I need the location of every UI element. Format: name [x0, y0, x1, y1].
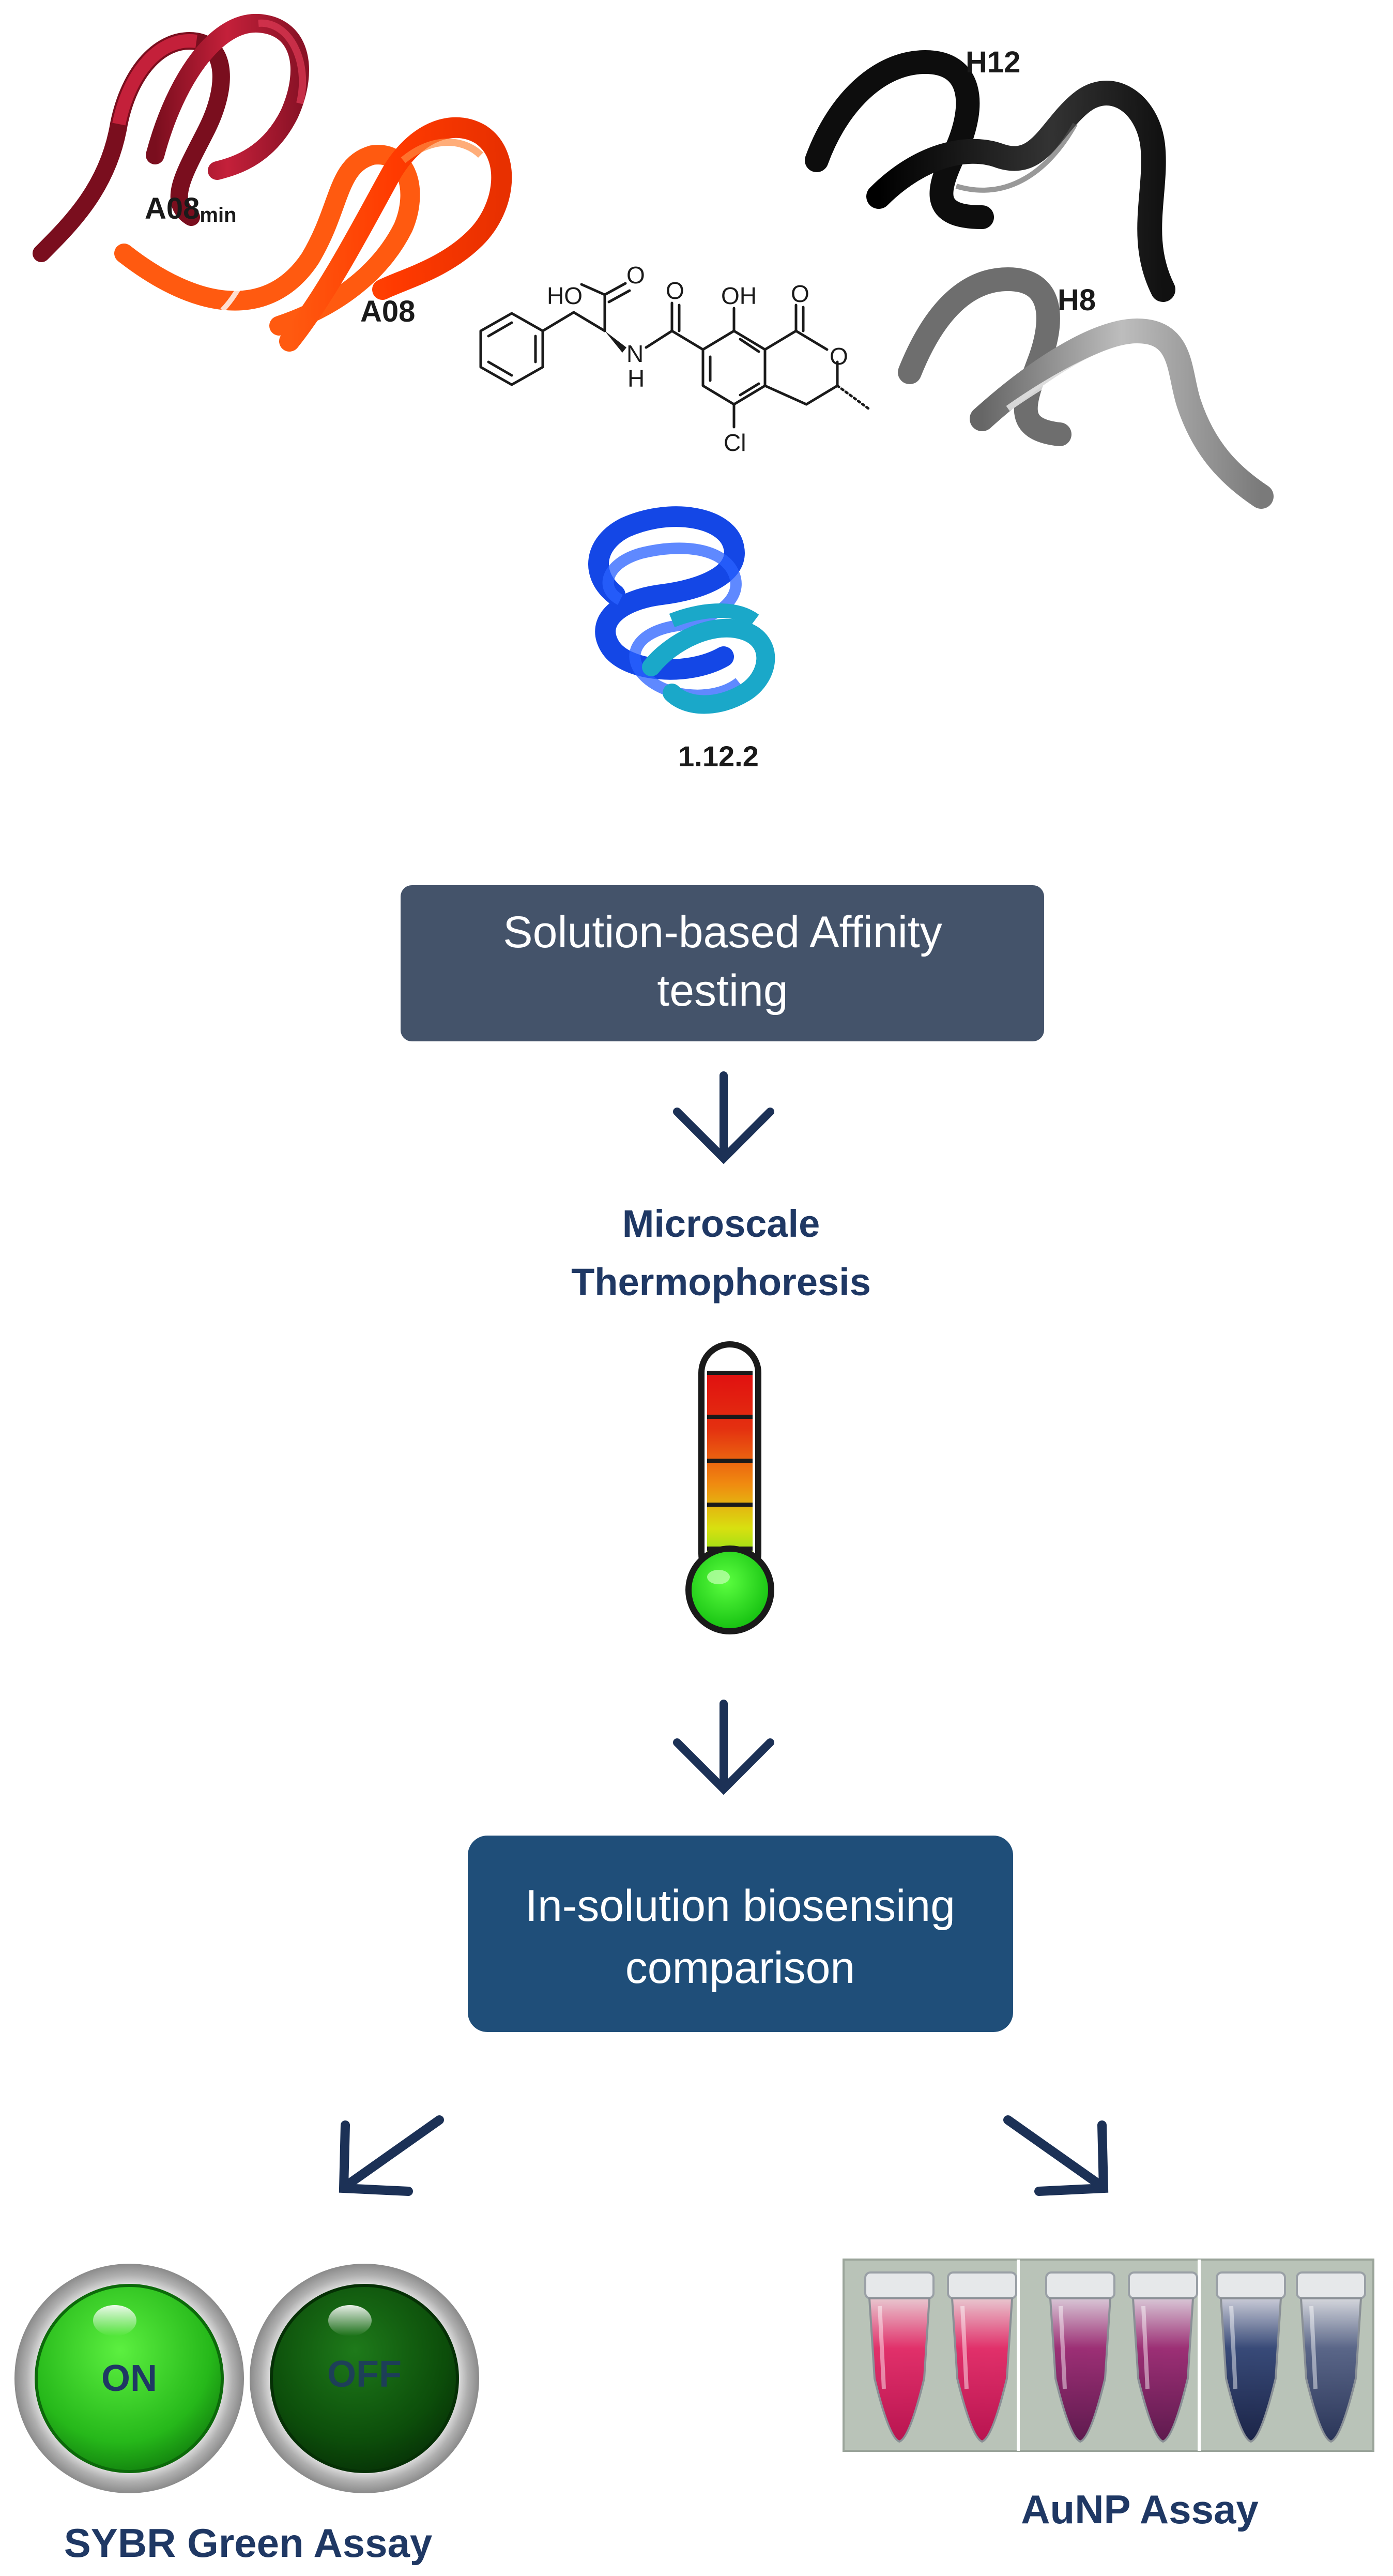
aunp-tube	[1045, 2271, 1115, 2443]
a08-label: A08	[360, 295, 415, 328]
arrow-down-right	[1003, 2115, 1109, 2196]
a08min-label: A08min	[145, 192, 237, 226]
a08-ribbon	[114, 117, 512, 352]
arrow-down-1	[673, 1071, 774, 1164]
ochratoxin-molecule	[479, 282, 870, 429]
arrow-down-left	[339, 2115, 444, 2196]
thermometer-icon	[685, 1341, 774, 1634]
sybr-assay-label: SYBR Green Assay	[64, 2520, 432, 2566]
mst-line1: Microscale	[622, 1202, 820, 1245]
h8-label: H8	[1058, 283, 1096, 317]
off-button-label: OFF	[327, 2354, 402, 2395]
mst-line2: Thermophoresis	[571, 1261, 871, 1304]
a08min-ribbon	[33, 13, 309, 262]
h12-ribbon	[805, 50, 1175, 302]
biosensing-comparison-box	[468, 1836, 1013, 2032]
mol-n: N	[626, 340, 644, 367]
off-button	[250, 2264, 479, 2493]
blue-ribbon-1-12-2	[588, 506, 775, 714]
affinity-testing-line2: testing	[657, 966, 788, 1016]
affinity-testing-line1: Solution-based Affinity	[503, 907, 942, 957]
aunp-tube-group	[864, 2271, 1366, 2443]
mol-oh: OH	[721, 282, 757, 309]
aunp-tube	[1128, 2271, 1198, 2443]
arrow-down-2	[673, 1700, 774, 1795]
mol-o-amide: O	[666, 277, 684, 304]
mol-ho: HO	[547, 282, 583, 309]
on-button-label: ON	[101, 2358, 157, 2399]
biosensing-line1: In-solution biosensing	[525, 1881, 955, 1931]
mol-o-acid: O	[626, 262, 645, 289]
aunp-tube	[864, 2271, 935, 2443]
mol-h: H	[627, 365, 645, 392]
aunp-tube	[1216, 2271, 1286, 2443]
affinity-testing-box	[401, 885, 1044, 1041]
mol-cl: Cl	[724, 429, 746, 456]
aunp-tube	[947, 2271, 1017, 2443]
mol-o-lactone: O	[791, 280, 809, 307]
on-button	[14, 2264, 244, 2493]
mol-o-ring: O	[830, 343, 848, 370]
aunp-tube	[1296, 2271, 1366, 2443]
biosensing-line2: comparison	[625, 1943, 855, 1993]
ribbon-1-12-2-label: 1.12.2	[678, 740, 759, 772]
h12-label: H12	[966, 46, 1020, 79]
aunp-assay-label: AuNP Assay	[1021, 2487, 1259, 2532]
h8-ribbon	[898, 267, 1274, 509]
